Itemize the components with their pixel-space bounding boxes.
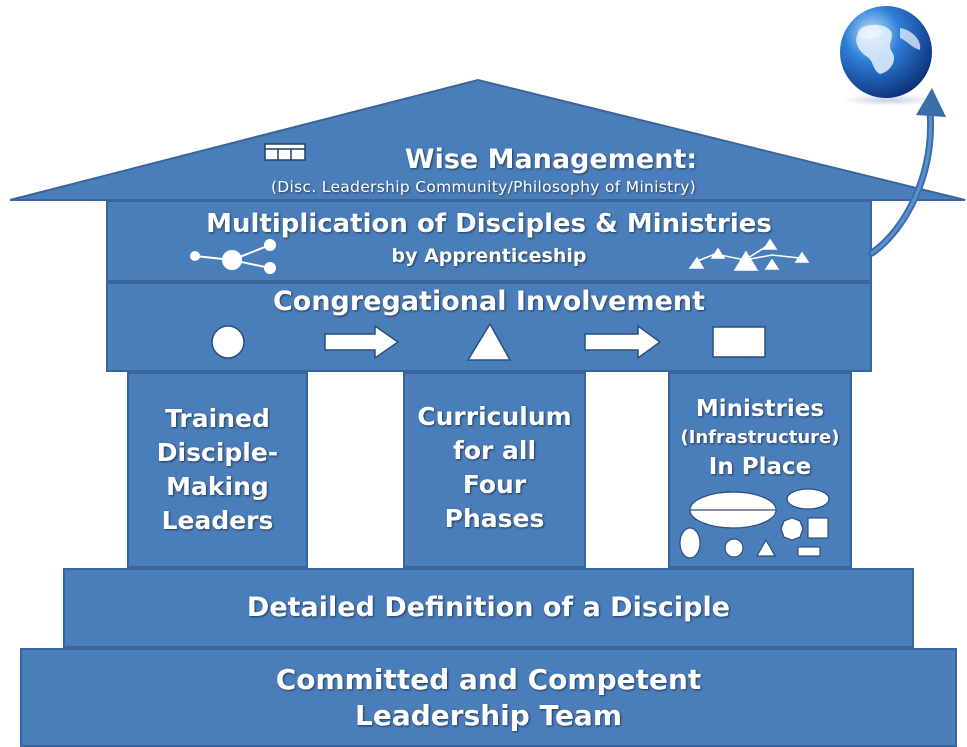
- pillar-1-line-2: Disciple-: [156, 438, 279, 467]
- rectangle-icon: [712, 326, 766, 358]
- pillar-2-line-3: Four: [462, 470, 527, 499]
- circle-icon: [211, 325, 245, 359]
- arrow-right-icon: [584, 324, 662, 360]
- pillar-1-line-1: Trained: [165, 404, 270, 433]
- pillar-3-line-2: (Infrastructure): [680, 427, 840, 448]
- pillar-1-line-3: Making: [166, 472, 269, 501]
- arrow-right-icon: [324, 324, 400, 360]
- pillar-2-line-2: for all: [452, 436, 537, 465]
- pillar-3-line-3: In Place: [708, 454, 812, 480]
- pillar-2-line-1: Curriculum: [417, 402, 572, 431]
- definition-step: [63, 568, 914, 648]
- triangle-icon: [466, 322, 512, 361]
- roof-title: Wise Management:: [404, 144, 698, 175]
- foundation-line-2: Leadership Team: [355, 699, 622, 732]
- foundation: [20, 648, 957, 747]
- multiplication-title: Multiplication of Disciples & Ministries: [206, 209, 772, 239]
- foundation-line-1: Committed and Competent: [275, 663, 702, 696]
- pillar-2-line-4: Phases: [444, 504, 545, 533]
- roof-subtitle: (Disc. Leadership Community/Philosophy o…: [270, 178, 697, 196]
- pillar-3-line-1: Ministries: [695, 396, 825, 422]
- congregational-title: Congregational Involvement: [272, 286, 706, 317]
- definition-title: Detailed Definition of a Disciple: [246, 592, 731, 623]
- pillar-curriculum: Curriculum for all Four Phases: [403, 372, 586, 568]
- pillar-1-line-4: Leaders: [161, 506, 274, 535]
- pillar-trained-leaders: Trained Disciple- Making Leaders: [127, 372, 308, 568]
- table-icon: [264, 143, 306, 161]
- multiplication-subtitle: by Apprenticeship: [391, 245, 587, 267]
